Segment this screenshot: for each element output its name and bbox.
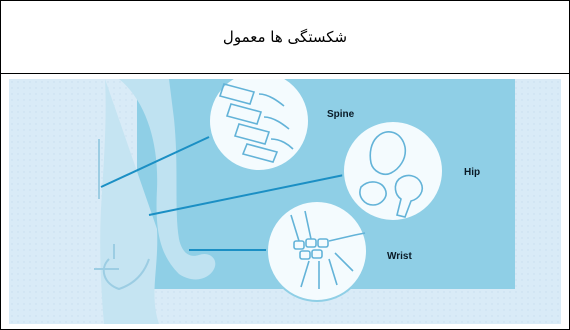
wrist-label: Wrist xyxy=(387,251,412,262)
page-title: شکستگی ها معمول xyxy=(1,1,569,74)
spine-bone-icon xyxy=(209,79,309,171)
hip-bone-icon xyxy=(343,121,443,221)
fracture-illustration: Spine Hip xyxy=(9,79,561,324)
hip-label: Hip xyxy=(464,167,480,178)
spine-label: Spine xyxy=(327,109,355,120)
wrist-bone-icon xyxy=(267,201,367,301)
